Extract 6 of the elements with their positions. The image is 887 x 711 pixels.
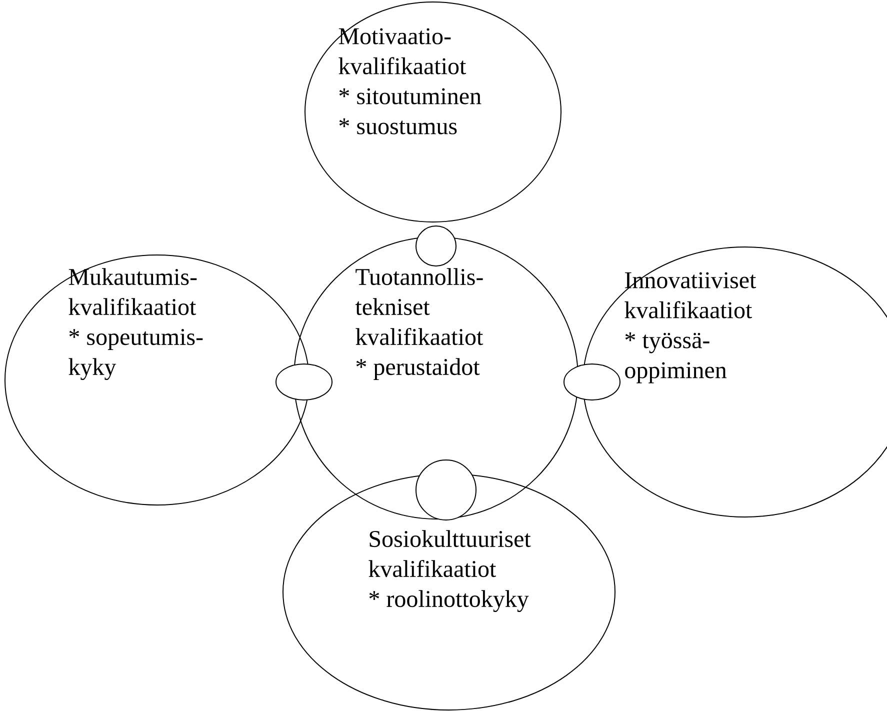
connector-ellipse xyxy=(416,225,456,266)
connector-ellipse xyxy=(564,363,620,400)
ellipse-node: Sosiokulttuuriset kvalifikaatiot * roolinottokyky xyxy=(282,473,616,710)
ellipse-node: Motivaatio- kvalifikaatiot * sitoutuminen * suostumus xyxy=(304,2,562,222)
connector-ellipse xyxy=(276,363,332,400)
ellipse-node: Mukautumis- kvalifikaatiot * sopeutumis- kyky xyxy=(4,254,310,506)
